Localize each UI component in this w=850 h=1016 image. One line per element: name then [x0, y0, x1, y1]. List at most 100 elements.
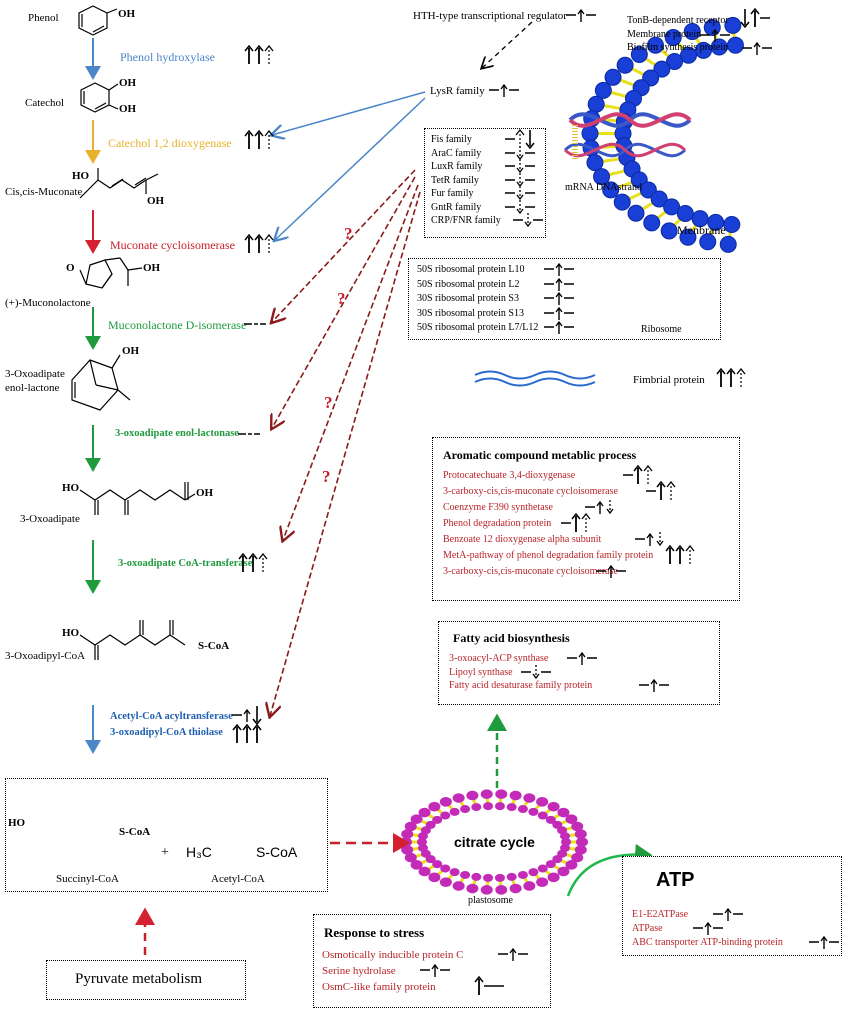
atp-item-0: E1-E2ATPase — [632, 909, 689, 920]
indicator-glyph — [656, 532, 664, 547]
catechol-oh-label-2: OH — [119, 103, 137, 115]
indicator-coa-transferase — [238, 553, 268, 573]
plastosome-lipid-head — [536, 797, 549, 807]
acetyl-scoa-label: S-CoA — [256, 844, 298, 860]
family-item-indicator-0 — [505, 129, 535, 149]
plastosome-lipid-head — [537, 864, 548, 873]
plastosome-lipid-head — [528, 807, 539, 816]
ribosome-protein-4: 50S ribosomal protein L7/L12 — [417, 322, 539, 333]
membrane-graphic — [581, 16, 744, 253]
citrate-cycle-label: citrate cycle — [454, 834, 535, 850]
indicator-glyph — [238, 553, 248, 572]
atp-item-indicator-0 — [713, 904, 743, 924]
question-mark-2: ? — [337, 289, 346, 308]
indicator-glyph — [544, 282, 554, 285]
muconolactone-structure — [79, 257, 143, 289]
indicator-glyph — [713, 913, 723, 915]
ribosome-protein-2: 30S ribosomal protein S3 — [417, 293, 519, 304]
indicator-glyph — [587, 657, 597, 659]
indicator-glyph — [232, 724, 242, 743]
plastosome-lipid-head — [417, 838, 427, 846]
plastosome-lipid-head — [557, 866, 570, 877]
plastosome-lipid-head — [410, 860, 423, 870]
aromatic-item-6: 3-carboxy-cis,cis-muconate cycloisomeras… — [443, 566, 618, 577]
plastosome-lipid-head — [561, 838, 571, 846]
question-mark-1: ? — [344, 224, 353, 243]
indicator-glyph — [675, 545, 685, 564]
plastosome-lipid-head — [565, 860, 578, 870]
indicator-glyph — [571, 513, 581, 532]
plastosome-lipid-head — [494, 802, 505, 811]
indicator-glyph — [726, 368, 736, 387]
catechol-oh-label-1: OH — [119, 77, 137, 89]
indicator-glyph — [607, 564, 615, 578]
ribosome-protein-3: 30S ribosomal protein S13 — [417, 307, 524, 319]
aromatic-process-box: Aromatic compound metablic process Proto… — [432, 437, 740, 601]
indicator-glyph — [498, 953, 508, 955]
indicator-glyph — [762, 47, 772, 49]
indicator-glyph — [516, 159, 524, 174]
membrane-lipid-head — [663, 198, 681, 216]
plastosome-lipid-head — [418, 807, 431, 818]
plastosome-lipid-head — [471, 872, 482, 881]
plastosome-lipid-head — [517, 805, 528, 814]
indicator-glyph — [505, 205, 515, 208]
membrane-lipid-head — [664, 29, 682, 47]
stress-item-indicator-1 — [420, 960, 450, 980]
indicator-glyph — [564, 297, 574, 299]
question-mark-3: ? — [324, 393, 333, 412]
indicator-glyph — [244, 234, 254, 253]
indicator-glyph — [760, 17, 770, 19]
membrane-lipid-head — [660, 222, 678, 240]
ribosome-protein-0: 50S ribosomal protein L10 — [417, 264, 525, 275]
plastosome-lipid-head — [517, 870, 528, 879]
membrane-lipid-head — [630, 46, 648, 64]
plastosome-lipid-head — [509, 883, 522, 894]
aromatic-title: Aromatic compound metablic process — [443, 448, 637, 462]
membrane-item-membrane-protein: Membrane protein — [627, 29, 702, 40]
indicator-glyph — [596, 570, 606, 572]
plastosome-lipid-head — [452, 881, 465, 891]
dna-helix-graphic — [563, 112, 692, 160]
plastosome-lipid-head — [483, 873, 494, 882]
indicator-glyph — [639, 684, 649, 686]
indicator-glyph — [544, 326, 554, 328]
indicator-glyph — [716, 368, 726, 387]
aromatic-item-indicator-5 — [665, 545, 695, 565]
membrane-lipid-head — [586, 154, 604, 172]
membrane-lipid-head — [653, 60, 671, 78]
indicator-glyph — [585, 506, 595, 508]
plastosome-lipid-head — [425, 820, 436, 829]
membrane-lipid-head — [650, 190, 668, 208]
membrane-lipid-head — [699, 233, 717, 251]
indicator-glyph — [518, 953, 528, 955]
muconolactone-oh-label: OH — [143, 262, 161, 274]
plastosome-lipid-head — [404, 852, 417, 863]
indicator-glyph — [555, 291, 563, 305]
enol-lactone-oh-label: OH — [122, 345, 140, 357]
products-box: HO S-CoA + H₃C S-CoA Succinyl-CoA Acetyl… — [5, 778, 328, 892]
citrate-to-atp-arrow — [566, 843, 653, 897]
compound-enol-lactone-line2: enol-lactone — [5, 382, 60, 394]
membrane-lipid-head — [639, 181, 657, 199]
indicator-glyph — [505, 178, 515, 181]
indicator-glyph — [248, 553, 258, 572]
membrane-lipid-head — [719, 235, 737, 253]
plastosome-lipid-head — [557, 807, 570, 818]
plastosome-lipid-head — [483, 802, 494, 811]
membrane-label: Menbrane — [677, 223, 726, 237]
aromatic-item-2: Coenzyme F390 synthetase — [443, 502, 553, 513]
indicator-glyph — [516, 172, 524, 187]
indicator-membrane-protein — [700, 25, 730, 45]
stress-item-1: Serine hydrolase — [322, 965, 396, 977]
indicator-glyph — [750, 8, 760, 27]
indicator-glyph — [646, 532, 654, 546]
indicator-glyph — [533, 219, 543, 221]
compound-oxoadipate: 3-Oxoadipate — [20, 513, 80, 525]
indicator-glyph — [525, 130, 535, 149]
plastosome-lipid-head — [432, 815, 443, 824]
fimbrial-wave — [474, 370, 596, 387]
indicator-lysr — [489, 80, 519, 100]
plastosome-lipid-head — [440, 864, 451, 873]
